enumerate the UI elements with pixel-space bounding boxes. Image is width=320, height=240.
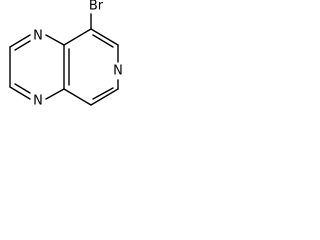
atom-labels: Br N N N bbox=[33, 0, 123, 109]
bonds bbox=[9, 13, 119, 106]
chemical-structure-8-bromopyrido-pyrazine: Br N N N bbox=[9, 0, 123, 109]
bond-n1-c2-double bbox=[14, 40, 31, 51]
bond-c5-c4a-double bbox=[92, 87, 114, 100]
bond-n4-c4a bbox=[45, 88, 65, 100]
bond-c3-n4-double bbox=[14, 83, 31, 94]
bond-c8-c7-double bbox=[92, 34, 114, 48]
bond-c8-c7 bbox=[90, 28, 119, 46]
bond-c4a-c5 bbox=[63, 88, 92, 106]
bond-c8a-n1 bbox=[45, 34, 65, 46]
atom-label-br: Br bbox=[89, 0, 104, 14]
bond-c8a-c8 bbox=[63, 28, 92, 46]
bond-n6-c5-part bbox=[90, 88, 119, 106]
atom-label-n-top: N bbox=[33, 29, 43, 44]
bond-c3-n4 bbox=[9, 86, 31, 100]
atom-label-n-pyridine: N bbox=[113, 64, 123, 79]
bond-n1-c2 bbox=[9, 34, 31, 48]
atom-label-n-bottom: N bbox=[33, 94, 43, 109]
